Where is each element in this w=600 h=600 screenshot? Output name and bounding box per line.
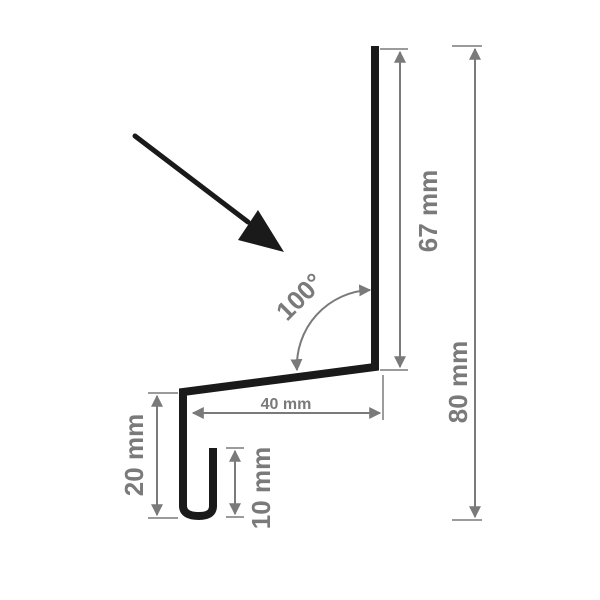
flashing-profile: [179, 46, 379, 521]
dimension-label-20mm: 20 mm: [119, 414, 149, 496]
dimension-80mm: 80 mm: [443, 45, 482, 521]
angle-label: 100°: [270, 267, 329, 326]
dimension-label-67mm: 67 mm: [413, 170, 443, 252]
dimension-67mm: 67 mm: [380, 48, 443, 371]
dimension-label-40mm: 40 mm: [261, 396, 312, 413]
dimension-40mm: 40 mm: [191, 375, 384, 420]
angle-100deg: 100°: [270, 267, 372, 372]
dimension-label-80mm: 80 mm: [443, 341, 473, 423]
dimension-20mm: 20 mm: [119, 392, 178, 519]
dimension-10mm: 10 mm: [226, 447, 276, 529]
direction-arrow: [132, 133, 284, 252]
dimension-label-10mm: 10 mm: [246, 447, 276, 529]
